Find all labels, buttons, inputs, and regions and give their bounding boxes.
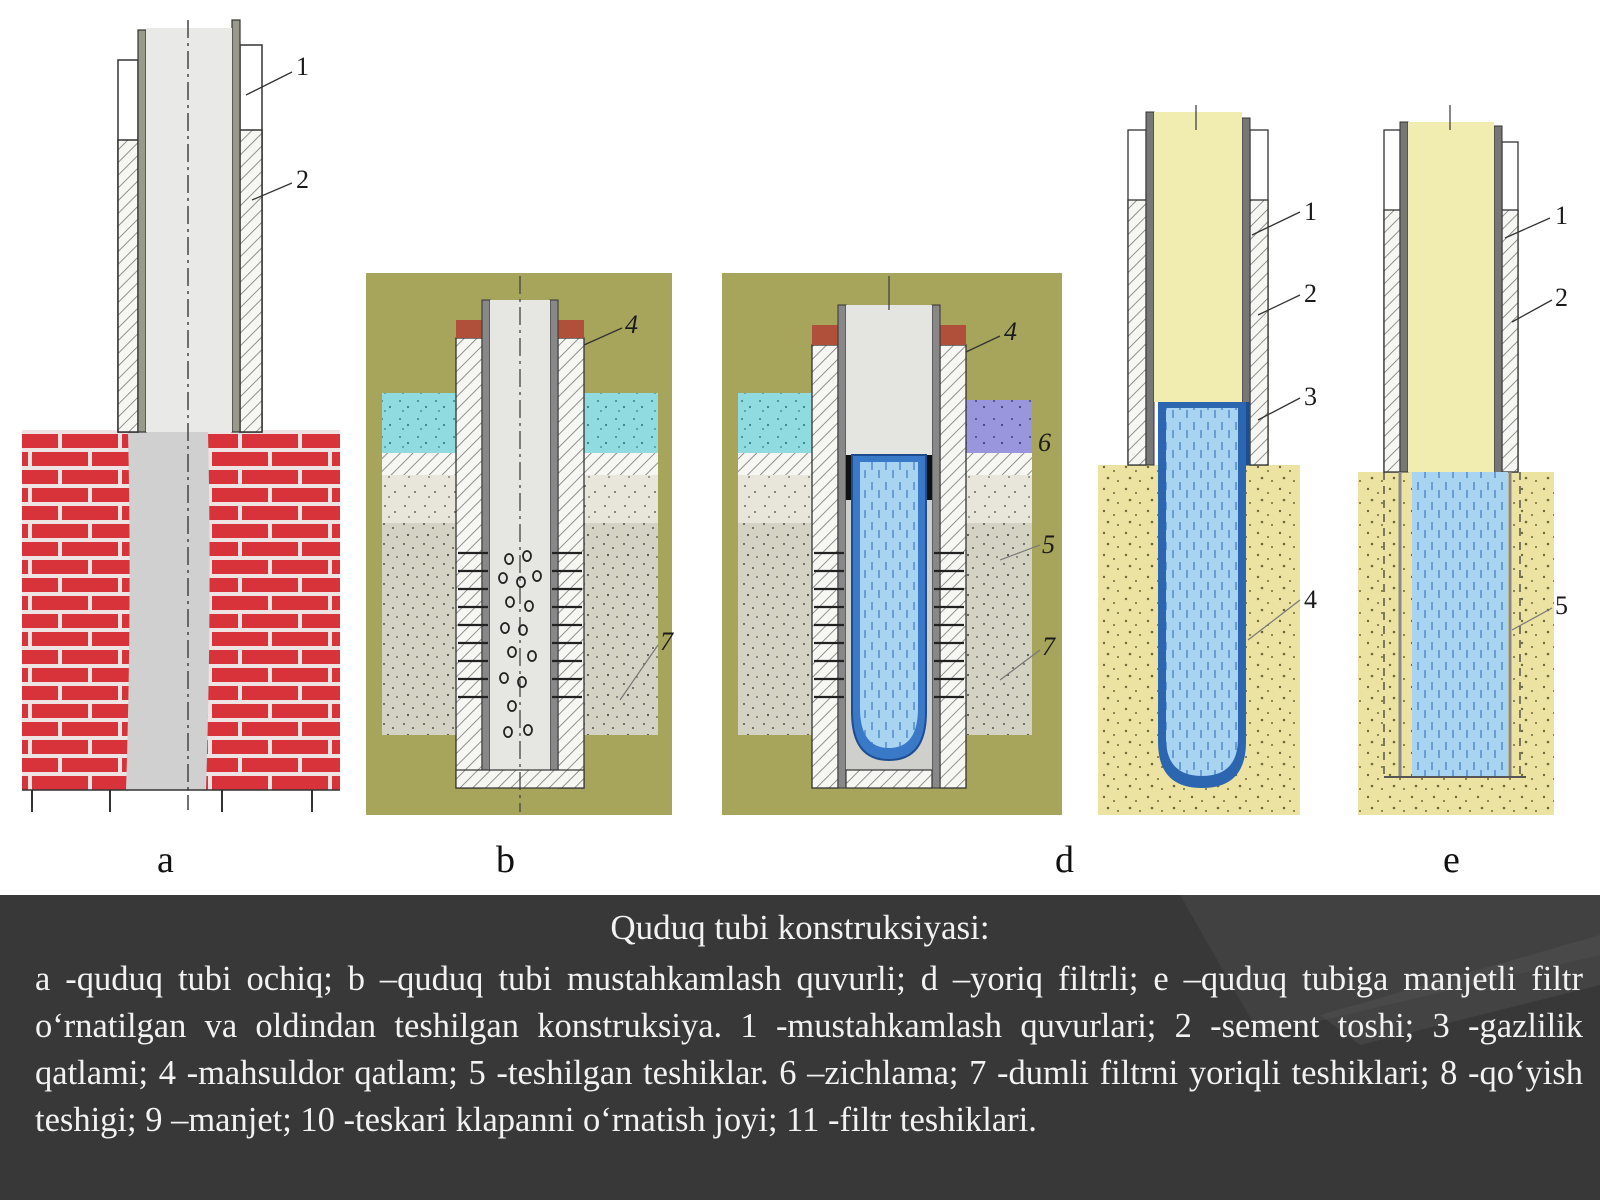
casing-pipe [146, 28, 232, 432]
seal-left [456, 320, 482, 338]
label-d2-4: 4 [1304, 585, 1317, 614]
caption-background-streak [1180, 895, 1600, 1045]
label-e-5: 5 [1555, 591, 1568, 620]
caption-title: Quduq tubi konstruksiyasi: [610, 908, 990, 947]
label-a-2: 2 [296, 165, 309, 194]
casing-pipe-d2 [1154, 112, 1242, 402]
label-d2-3: 3 [1304, 382, 1317, 411]
panel-letter-d: d [1055, 839, 1074, 881]
well-bottom-diagram: 1 2 [22, 19, 1568, 815]
panel-d2-drawing: 1 2 3 4 [1098, 105, 1317, 815]
label-e-2: 2 [1555, 283, 1568, 312]
label-d-7: 7 [1042, 632, 1056, 661]
seal-right [558, 320, 584, 338]
label-a-1: 1 [296, 52, 309, 81]
open-borehole [126, 432, 210, 790]
caption-box [0, 895, 1600, 1200]
label-d-5: 5 [1042, 530, 1055, 559]
label-d-4: 4 [1004, 317, 1017, 346]
panel-d-drawing: 4 6 5 7 [722, 273, 1062, 815]
cement-stone-left [117, 139, 139, 433]
panel-b-drawing: 4 7 [366, 273, 674, 815]
label-b-4: 4 [625, 310, 638, 339]
panel-letter-e: e [1443, 839, 1460, 881]
perforations-b [458, 551, 582, 699]
panel-e-drawing: 1 2 5 [1358, 105, 1568, 815]
panel-a-drawing: 1 2 [22, 19, 340, 812]
label-e-1: 1 [1555, 201, 1568, 230]
label-d2-1: 1 [1304, 197, 1317, 226]
casing-pipe-e [1408, 122, 1494, 472]
caption-body: a -quduq tubi ochiq; b –quduq tubi musta… [35, 960, 1583, 1139]
perforated-section-e [1412, 472, 1508, 777]
label-d2-2: 2 [1304, 279, 1317, 308]
cement-stone-right [239, 129, 263, 433]
productive-layer-right [584, 523, 658, 735]
label-b-7: 7 [660, 627, 674, 656]
panel-letter-a: a [157, 839, 174, 881]
label-d-6: 6 [1038, 428, 1051, 457]
bubbles-b [498, 550, 542, 738]
productive-layer-left [382, 523, 456, 735]
panel-letter-b: b [496, 839, 515, 881]
